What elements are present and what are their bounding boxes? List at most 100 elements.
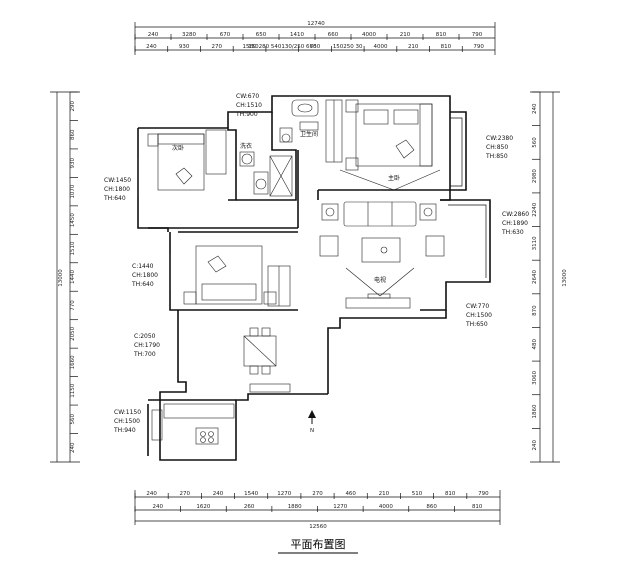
- sofa: [343, 201, 417, 227]
- svg-text:CW:770: CW:770: [466, 303, 489, 310]
- dim-value: 810: [441, 44, 452, 50]
- dim-value: 260: [244, 504, 255, 510]
- dim-value: 240: [70, 442, 76, 453]
- toilet-tag: 卫生间: [300, 130, 318, 138]
- bottom-total-dim: 12560: [309, 524, 327, 530]
- dim-value: 860: [70, 129, 76, 140]
- dim-value: 210: [408, 44, 419, 50]
- dim-value: 1660: [70, 355, 76, 369]
- dim-value: 1150: [70, 383, 76, 397]
- dim-value: 150250 30: [333, 44, 363, 50]
- dim-value: 1560: [243, 44, 257, 50]
- dim-value: 1440: [70, 270, 76, 284]
- svg-text:CW:2860: CW:2860: [502, 211, 529, 218]
- right-total-dim: 13000: [562, 269, 568, 287]
- dim-value: 240: [148, 32, 159, 38]
- dim-value: 1860: [532, 404, 538, 418]
- svg-text:CH:1790: CH:1790: [134, 342, 160, 349]
- dim-value: 560: [532, 137, 538, 148]
- svg-text:CH:1800: CH:1800: [132, 272, 158, 279]
- dim-value: 2050: [70, 326, 76, 340]
- svg-text:TH:640: TH:640: [103, 195, 126, 202]
- svg-text:CW:1450: CW:1450: [104, 177, 131, 184]
- dim-value: 1410: [290, 32, 304, 38]
- walls: [137, 95, 491, 461]
- plan-title: 平面布置图: [291, 538, 346, 551]
- dim-value: 4000: [362, 32, 376, 38]
- right-dimensions: 240560298022403110264087048030601860240 …: [530, 91, 568, 463]
- dim-value: 3060: [532, 370, 538, 384]
- furniture: [137, 99, 445, 445]
- dim-value: 290: [70, 100, 76, 111]
- second-bed: [195, 245, 263, 305]
- dim-value: 210: [400, 32, 411, 38]
- master-label: CW:2380 CH:850 TH:850: [485, 135, 513, 160]
- dim-value: 770: [70, 300, 76, 311]
- dim-value: 1880: [288, 504, 302, 510]
- balcony-label: CW:2860 CH:1890 TH:630: [501, 211, 529, 236]
- dim-value: 270: [212, 44, 223, 50]
- study-bed: [157, 133, 205, 191]
- dim-value: 4000: [374, 44, 388, 50]
- dining-label: C:2050 CH:1790 TH:700: [133, 333, 160, 358]
- dim-value: 3110: [532, 236, 538, 250]
- dim-value: 810: [436, 32, 447, 38]
- svg-text:CW:1150: CW:1150: [114, 409, 141, 416]
- north-arrow: N: [308, 410, 316, 434]
- dim-value: 1270: [333, 504, 347, 510]
- north-label: N: [310, 428, 314, 434]
- svg-text:C:2050: C:2050: [134, 333, 156, 340]
- dim-value: 240: [153, 504, 164, 510]
- svg-text:CH:1890: CH:1890: [502, 220, 528, 227]
- svg-text:CH:1510: CH:1510: [236, 102, 262, 109]
- wash-tag: 洗衣: [240, 142, 252, 150]
- dim-value: 660: [328, 32, 339, 38]
- dim-value: 240: [146, 491, 157, 497]
- dim-value: 240: [213, 491, 224, 497]
- dim-value: 3280: [182, 32, 196, 38]
- dim-value: 2240: [532, 202, 538, 216]
- dim-value: 480: [532, 339, 538, 350]
- dim-value: 930: [179, 44, 190, 50]
- dim-value: 1540: [244, 491, 258, 497]
- left-dim-items: 2908609301070145015101440770205016601150…: [70, 91, 78, 453]
- dim-value: 790: [478, 491, 489, 497]
- dim-value: 210: [379, 491, 390, 497]
- dim-value: 1450: [70, 213, 76, 227]
- dim-value: 810: [445, 491, 456, 497]
- svg-text:TH:900: TH:900: [235, 111, 258, 118]
- dim-value: 150280 540130/250 660: [248, 44, 317, 50]
- svg-text:TH:940: TH:940: [113, 427, 136, 434]
- dim-value: 510: [412, 491, 423, 497]
- svg-text:CW:2380: CW:2380: [486, 135, 513, 142]
- coffee-table: [361, 237, 401, 263]
- svg-text:TH:700: TH:700: [133, 351, 156, 358]
- left-dimensions: 2908609301070145015101440770205016601150…: [50, 91, 80, 463]
- dim-value: 670: [220, 32, 231, 38]
- room-annotations: CW:1450 CH:1800 TH:640 C:1440 CH:1800 TH…: [103, 93, 529, 434]
- dim-value: 2980: [532, 169, 538, 183]
- second-bed-tag: 次卧: [172, 144, 184, 152]
- svg-text:TH:650: TH:650: [465, 321, 488, 328]
- kitchen-label: CW:1150 CH:1500 TH:940: [113, 409, 141, 434]
- dim-value: 750: [310, 44, 321, 50]
- svg-text:CH:850: CH:850: [486, 144, 508, 151]
- dim-value: 4000: [379, 504, 393, 510]
- dim-value: 240: [532, 439, 538, 450]
- svg-text:TH:640: TH:640: [131, 281, 154, 288]
- svg-text:TH:850: TH:850: [485, 153, 508, 160]
- dim-value: 1620: [196, 504, 210, 510]
- svg-text:CH:1500: CH:1500: [466, 312, 492, 319]
- left-total-dim: 13000: [58, 269, 64, 287]
- study-label: CW:1450 CH:1800 TH:640: [103, 177, 131, 202]
- dim-value: 270: [312, 491, 323, 497]
- top-total-dim: 12740: [307, 21, 325, 27]
- dim-value: 790: [473, 44, 484, 50]
